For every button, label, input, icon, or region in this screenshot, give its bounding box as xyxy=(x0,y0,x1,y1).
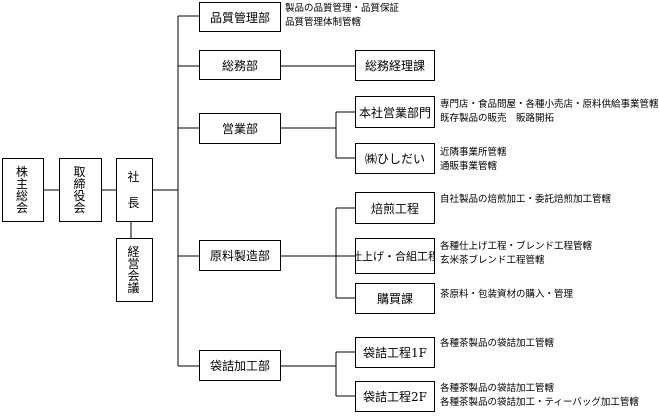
dept-general-label: 総務部 xyxy=(221,58,258,73)
note-quality-line2: 品質管理体制管轄 xyxy=(285,17,362,28)
note-pack2: 各種茶製品の袋詰加工管轄 各種茶製品の袋詰加工・ティーバッグ加工管轄 xyxy=(440,382,639,410)
unit-pack1-box: 袋詰工程1F xyxy=(355,337,435,368)
dept-raw-label: 原料製造部 xyxy=(209,249,270,263)
unit-finishing-box: 仕上げ・合組工程 xyxy=(355,238,435,274)
president-label: 社長 xyxy=(127,170,153,210)
note-pack2-line2: 各種茶製品の袋詰加工・ティーバッグ加工管轄 xyxy=(440,397,639,408)
unit-finishing-label: 仕上げ・合組工程 xyxy=(355,250,435,263)
note-pack2-line1: 各種茶製品の袋詰加工管轄 xyxy=(440,383,555,394)
unit-purchasing-box: 購買課 xyxy=(355,283,435,314)
note-pack1: 各種茶製品の袋詰加工管轄 xyxy=(440,337,554,351)
unit-hishidai-box: ㈱ひしだい xyxy=(355,143,435,174)
dept-sales-label: 営業部 xyxy=(221,122,258,136)
unit-accounting-label: 総務経理課 xyxy=(364,59,425,73)
note-quality: 製品の品質管理・品質保証 品質管理体制管轄 xyxy=(285,2,399,30)
note-finishing-line2: 玄米茶ブレンド工程管轄 xyxy=(440,255,545,266)
note-pack1-line1: 各種茶製品の袋詰加工管轄 xyxy=(440,338,555,349)
note-hishidai-line1: 近隣事業所管轄 xyxy=(440,147,507,158)
note-roasting: 自社製品の焙煎加工・委託焙煎加工管轄 xyxy=(440,193,611,207)
unit-pack1-label: 袋詰工程1F xyxy=(363,346,427,360)
note-finishing: 各種仕上げ工程・ブレンド工程管轄 玄米茶ブレンド工程管轄 xyxy=(440,240,592,268)
president-box: 社長 xyxy=(116,158,153,222)
shareholders-box: 株主総会 xyxy=(2,158,44,222)
note-hq-sales: 専門店・食品問屋・各種小売店・原料供給事業管轄 既存製品の販売 販路開拓 xyxy=(440,98,659,126)
dept-packing-box: 袋詰加工部 xyxy=(199,350,281,381)
unit-roasting-box: 焙煎工程 xyxy=(355,192,435,224)
unit-accounting-box: 総務経理課 xyxy=(355,50,435,81)
board-box: 取締役会 xyxy=(59,158,102,222)
note-hq-sales-line2: 既存製品の販売 販路開拓 xyxy=(440,113,555,124)
unit-hq-sales-label: 本社営業部門 xyxy=(358,105,431,120)
board-label: 取締役会 xyxy=(73,165,92,215)
note-hq-sales-line1: 専門店・食品問屋・各種小売店・原料供給事業管轄 xyxy=(440,99,659,110)
note-hishidai-line2: 通販事業管轄 xyxy=(440,161,498,172)
dept-general-box: 総務部 xyxy=(199,50,281,80)
unit-pack2-box: 袋詰工程2F xyxy=(355,381,435,412)
unit-purchasing-label: 購買課 xyxy=(376,292,413,306)
unit-roasting-label: 焙煎工程 xyxy=(370,201,419,216)
unit-hq-sales-box: 本社営業部門 xyxy=(355,96,435,128)
shareholders-label: 株主総会 xyxy=(16,165,35,215)
note-finishing-line1: 各種仕上げ工程・ブレンド工程管轄 xyxy=(440,241,593,252)
management-meeting-label: 経営会議 xyxy=(127,245,146,295)
management-meeting-box: 経営会議 xyxy=(116,238,153,302)
dept-packing-label: 袋詰加工部 xyxy=(209,359,270,373)
dept-quality-box: 品質管理部 xyxy=(199,2,281,32)
unit-hishidai-label: ㈱ひしだい xyxy=(364,152,425,166)
note-purchasing-line1: 茶原料・包装資材の購入・管理 xyxy=(440,289,574,300)
unit-pack2-label: 袋詰工程2F xyxy=(363,390,427,404)
note-roasting-line1: 自社製品の焙煎加工・委託焙煎加工管轄 xyxy=(440,194,612,205)
dept-sales-box: 営業部 xyxy=(199,113,281,144)
note-quality-line1: 製品の品質管理・品質保証 xyxy=(285,3,400,14)
dept-quality-label: 品質管理部 xyxy=(209,10,270,25)
note-hishidai: 近隣事業所管轄 通販事業管轄 xyxy=(440,146,507,174)
note-purchasing: 茶原料・包装資材の購入・管理 xyxy=(440,288,573,302)
dept-raw-box: 原料製造部 xyxy=(199,240,281,271)
